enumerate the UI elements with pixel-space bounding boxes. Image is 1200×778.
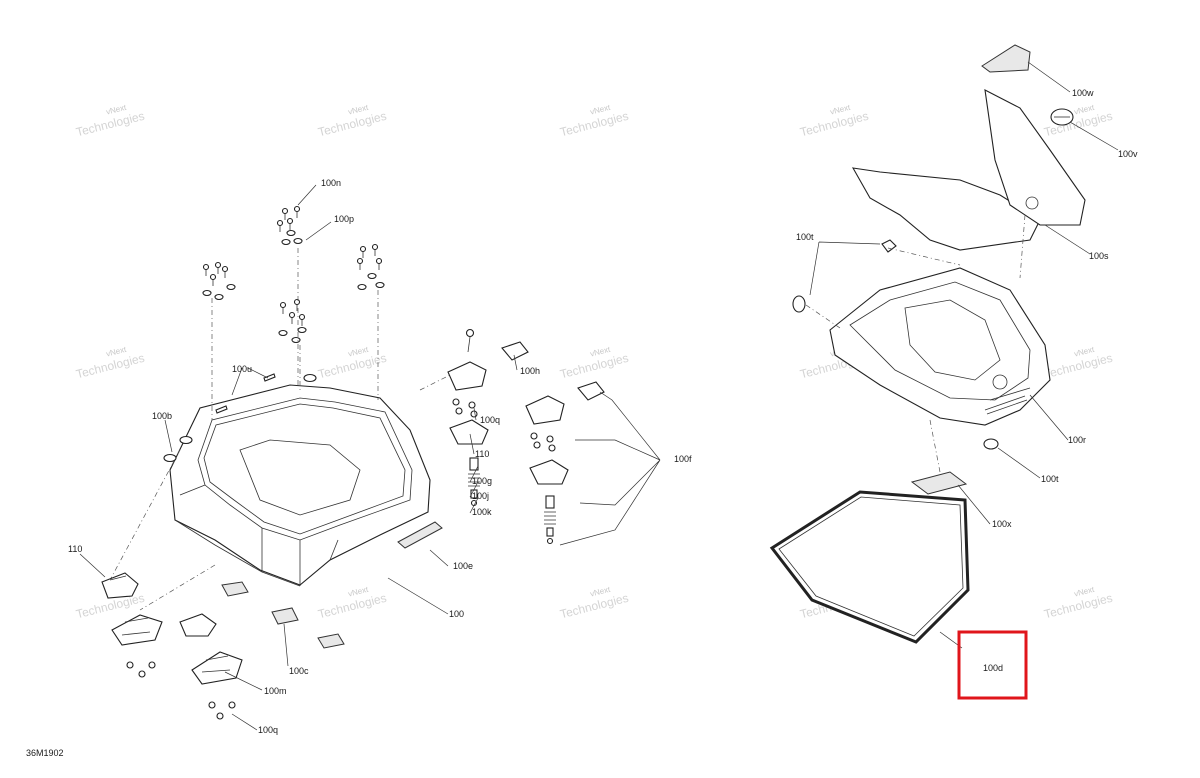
callout-100r: 100r (1068, 435, 1086, 445)
callout-100w: 100w (1072, 88, 1094, 98)
callout-110-center: 110 (475, 449, 489, 459)
latch-cover-100h (501, 341, 529, 361)
callout-100h: 100h (520, 366, 540, 376)
clips-100t (792, 239, 999, 450)
lid-cover-100r (829, 267, 1051, 426)
callout-100u: 100u (232, 364, 252, 374)
spring-parts-right (544, 495, 556, 545)
callout-100e: 100e (453, 561, 473, 571)
nuts-100q-bottom (126, 661, 236, 720)
pad-100w (981, 44, 1031, 73)
callout-100v: 100v (1118, 149, 1138, 159)
callout-100g: 100g (472, 476, 492, 486)
latch-110-center (449, 419, 489, 445)
latch-cover-right (577, 381, 605, 401)
pad-100x (910, 471, 968, 495)
latch-110-left (101, 572, 139, 599)
nuts-100q-center (452, 398, 478, 418)
callout-100c: 100c (289, 666, 309, 676)
callout-100q-bottom: 100q (258, 725, 278, 735)
screw-group-left (202, 261, 236, 301)
screw-group-right (356, 243, 385, 291)
strip-100e (397, 521, 443, 549)
callout-100k: 100k (472, 507, 492, 517)
callout-100p: 100p (334, 214, 354, 224)
highlight-box-100d (957, 630, 1028, 700)
callout-100t-bottom: 100t (1041, 474, 1059, 484)
screw-group-100n (276, 205, 303, 246)
latch-body-center (447, 361, 487, 391)
nuts-right (530, 432, 556, 452)
callout-100s: 100s (1089, 251, 1109, 261)
seal-100d (769, 490, 970, 644)
bolt-top (465, 328, 475, 353)
callout-100q-center: 100q (480, 415, 500, 425)
pads-100c (221, 581, 345, 649)
latch-base-left (111, 614, 163, 646)
storage-bin (169, 384, 431, 587)
leader-lines (79, 61, 1119, 731)
latch-110-right (179, 613, 217, 637)
latch-110-right-column (529, 459, 569, 485)
callout-100t-top: 100t (796, 232, 814, 242)
callout-100f: 100f (674, 454, 692, 464)
latch-base-right-100m (191, 651, 243, 685)
callout-100: 100 (449, 609, 464, 619)
callout-100n: 100n (321, 178, 341, 188)
lid-top-panel-100s (851, 89, 1086, 251)
callout-100d: 100d (983, 663, 1003, 673)
latch-body-right (525, 395, 565, 425)
figure-code: 36M1902 (26, 748, 64, 758)
callout-labels: 100n 100p 100u 100b 110 100h 100q 110 10… (68, 88, 1138, 735)
clips-100b (163, 373, 317, 463)
screw-group-center (278, 298, 307, 344)
callout-110-left: 110 (68, 544, 82, 554)
pins-100u (215, 373, 276, 414)
emblem-100v (1050, 108, 1074, 126)
callout-100j: 100j (472, 491, 489, 501)
callout-100m: 100m (264, 686, 287, 696)
callout-100b: 100b (152, 411, 172, 421)
callout-100x: 100x (992, 519, 1012, 529)
